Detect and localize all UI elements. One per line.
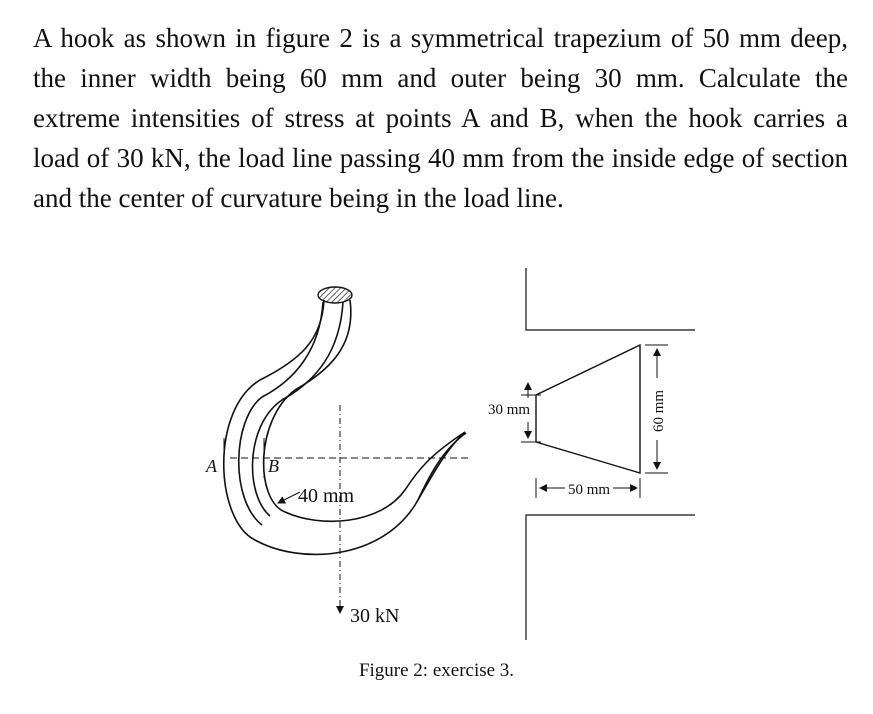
- offset-label: 40 mm: [298, 485, 355, 507]
- section-top-wall: [525, 268, 695, 331]
- section-bottom-wall: [525, 514, 695, 640]
- figure-caption: Figure 2: exercise 3.: [358, 660, 515, 681]
- hook-tip-curve: [417, 432, 467, 501]
- cross-section: [525, 268, 695, 640]
- point-b-label: B: [268, 456, 279, 476]
- point-a-label: A: [205, 456, 218, 476]
- outer-width-dimension: [521, 382, 541, 443]
- hook-body: [223, 299, 467, 556]
- hook-inner-edge: [262, 299, 466, 522]
- outer-width-label: 30 mm: [488, 402, 530, 418]
- hook-inner-back: [251, 301, 344, 517]
- inner-width-dimension: [645, 344, 668, 474]
- hook-section-hatch: [317, 286, 353, 304]
- load-label: 30 kN: [350, 605, 399, 627]
- offset-arrow: [277, 491, 301, 504]
- trapezium-section: [535, 343, 641, 474]
- depth-label: 50 mm: [568, 482, 610, 498]
- problem-statement: A hook as shown in figure 2 is a symmetr…: [33, 23, 848, 213]
- inner-width-label: 60 mm: [651, 390, 667, 432]
- hook-outer-back: [238, 301, 324, 526]
- depth-dimension: [535, 478, 641, 498]
